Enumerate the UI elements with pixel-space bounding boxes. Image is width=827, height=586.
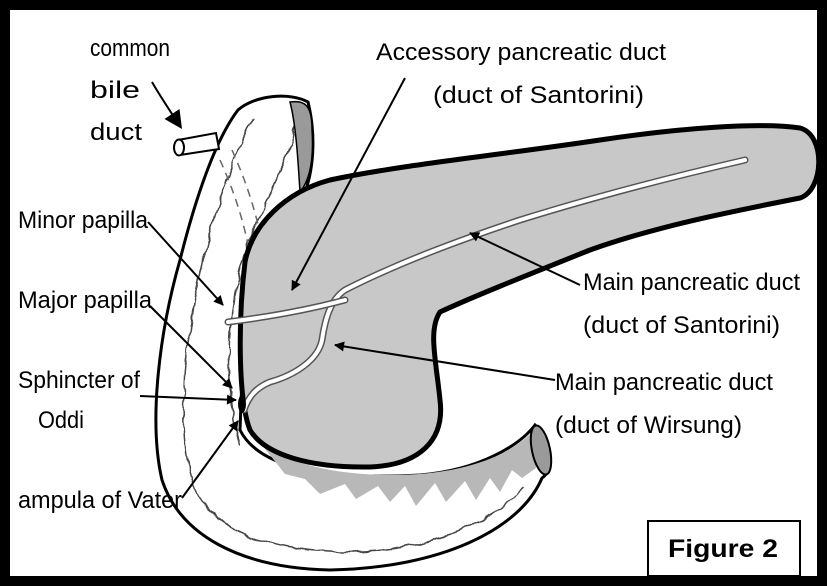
figure-caption-text: Figure 2 bbox=[668, 535, 778, 563]
label-common-bile-duct-line3: duct bbox=[90, 119, 142, 146]
figure-caption-box: Figure 2 bbox=[648, 521, 800, 576]
label-common-bile-duct-line2: bile bbox=[90, 77, 140, 104]
label-sphincter-line2: Oddi bbox=[38, 407, 84, 434]
label-major-papilla: Major papilla bbox=[18, 287, 153, 314]
label-accessory-duct-line2: (duct of Santorini) bbox=[433, 82, 644, 109]
label-ampulla-of-vater: ampula of Vater bbox=[18, 487, 182, 514]
label-common-bile-duct-line1: common bbox=[90, 35, 170, 62]
label-main-duct-wirsung-line1: Main pancreatic duct bbox=[555, 369, 773, 396]
label-main-duct-santorini-line1: Main pancreatic duct bbox=[583, 269, 800, 296]
label-main-duct-santorini-line2: (duct of Santorini) bbox=[583, 312, 780, 339]
label-sphincter-line1: Sphincter of bbox=[18, 367, 140, 394]
label-accessory-duct-line1: Accessory pancreatic duct bbox=[376, 39, 666, 66]
bile-duct-opening bbox=[174, 140, 184, 156]
label-main-duct-wirsung-line2: (duct of Wirsung) bbox=[555, 412, 742, 439]
label-minor-papilla: Minor papilla bbox=[18, 207, 149, 234]
sphincter-mark bbox=[238, 395, 246, 413]
